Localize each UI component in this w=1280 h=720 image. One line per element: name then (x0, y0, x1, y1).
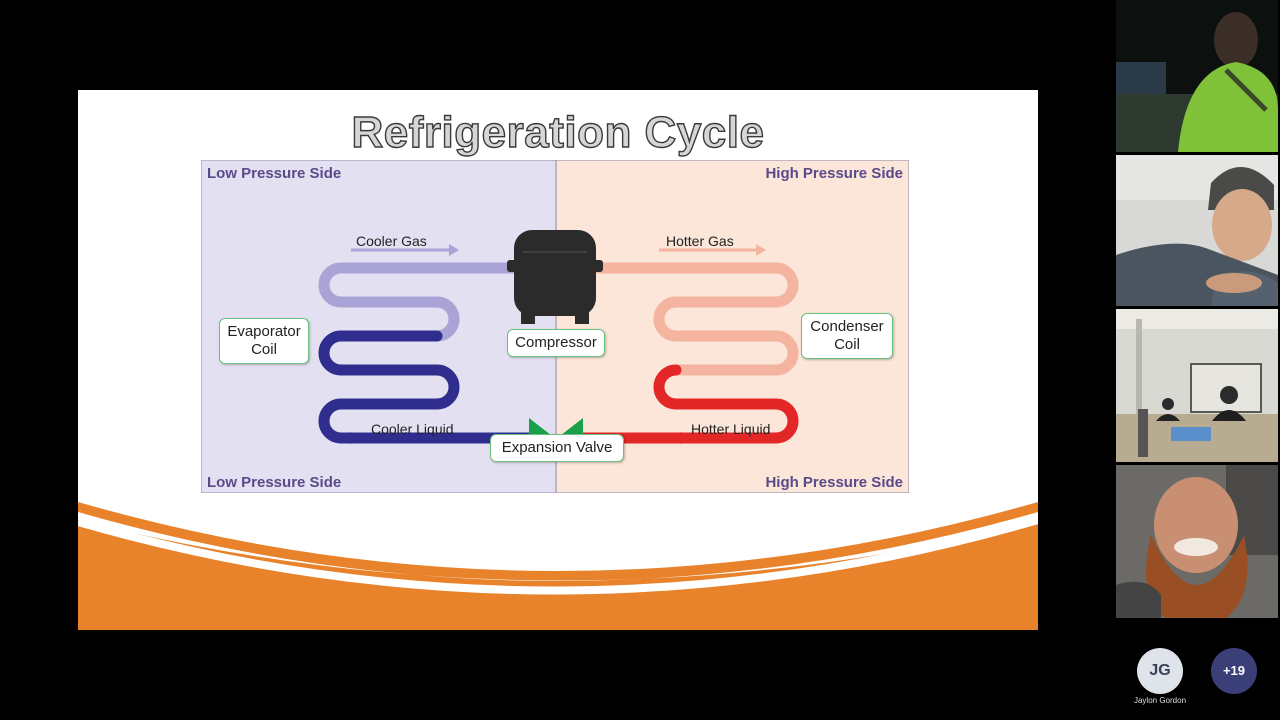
expansion-valve-label: Expansion Valve (490, 434, 624, 462)
hotter-gas-arrow (659, 244, 766, 256)
participant-2-video (1116, 155, 1278, 306)
compressor-label: Compressor (507, 329, 605, 357)
participant-avatar-name: Jaylon Gordon (1133, 696, 1187, 705)
slide-footer-wave (78, 502, 1038, 630)
condenser-line1: Condenser (810, 318, 884, 335)
participant-video-tile-3[interactable] (1116, 309, 1278, 462)
participant-1-video (1116, 0, 1278, 152)
cooler-gas-label: Cooler Gas (356, 233, 427, 249)
participant-3-video (1116, 309, 1278, 462)
condenser-coil-light (590, 262, 799, 376)
participant-video-tile-2[interactable] (1116, 155, 1278, 306)
hotter-liquid-label: Hotter Liquid (691, 421, 771, 437)
evaporator-coil-dark (318, 330, 537, 444)
condenser-coil-dark (575, 364, 799, 444)
cooler-liquid-label: Cooler Liquid (371, 421, 454, 437)
compressor-icon (507, 230, 603, 324)
high-pressure-label-bottom: High Pressure Side (765, 474, 903, 491)
more-participants-button[interactable]: +19 (1211, 648, 1257, 694)
shared-slide: Refrigeration Cycle (78, 90, 1038, 630)
evaporator-line1: Evaporator (227, 323, 301, 340)
participant-4-video (1116, 465, 1278, 618)
condenser-coil-label: Condenser Coil (801, 313, 893, 359)
participant-video-tile-4[interactable] (1116, 465, 1278, 618)
evaporator-line2: Coil (251, 341, 277, 358)
hotter-gas-label: Hotter Gas (666, 233, 734, 249)
evaporator-coil-label: Evaporator Coil (219, 318, 309, 364)
low-pressure-label-top: Low Pressure Side (207, 165, 342, 182)
evaporator-coil-light (318, 262, 527, 342)
hotter-liquid-flow-arrow-icon (671, 432, 773, 444)
slide-title: Refrigeration Cycle (351, 107, 765, 157)
condenser-line2: Coil (834, 336, 860, 353)
cooler-liquid-flow-arrow-icon (341, 432, 456, 444)
cooler-gas-arrow (351, 244, 459, 256)
low-pressure-label-bottom: Low Pressure Side (207, 474, 342, 491)
participant-avatar-jg[interactable]: JG (1137, 648, 1183, 694)
participant-video-tile-1[interactable] (1116, 0, 1278, 152)
high-pressure-label-top: High Pressure Side (765, 165, 903, 182)
liquid-flow-arrows (341, 432, 773, 444)
